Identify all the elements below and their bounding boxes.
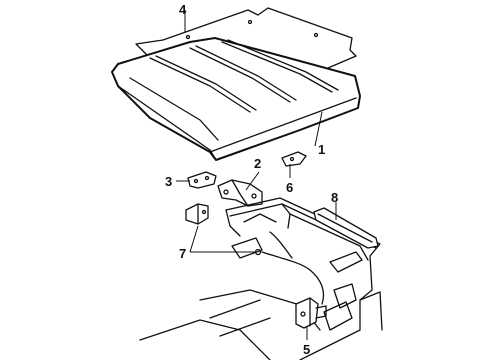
callout-4: 4 [179, 2, 187, 17]
callout-5: 5 [303, 342, 310, 357]
callout-2: 2 [254, 156, 261, 171]
hood-seal-drawing [313, 207, 379, 249]
callout-7: 7 [179, 246, 186, 261]
callout-6: 6 [286, 180, 293, 195]
leader-lines [176, 10, 337, 340]
hinge-bracket-drawing [187, 171, 217, 189]
radiator-support-drawing [139, 197, 383, 360]
hood-latch-drawing [295, 297, 327, 329]
latch-bracket-drawing [185, 203, 209, 225]
callout-3: 3 [165, 174, 172, 189]
hood-bumper-drawing [281, 151, 307, 167]
callout-labels: 4 1 2 3 6 7 8 5 [165, 2, 338, 357]
release-cable-drawing [254, 231, 325, 305]
hood-hinge-drawing [217, 179, 263, 207]
callout-8: 8 [331, 190, 338, 205]
hood-panel-drawing [111, 37, 361, 161]
callout-1: 1 [318, 142, 325, 157]
